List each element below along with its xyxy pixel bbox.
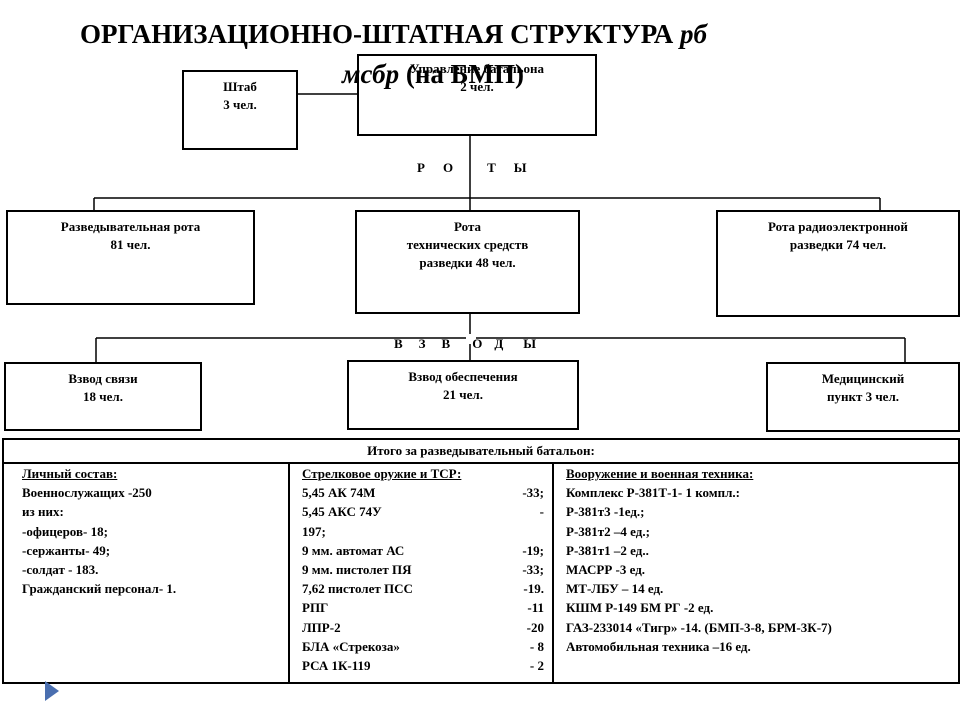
tech-recon-company-box: Рота технических средств разведки 48 чел… (355, 210, 580, 314)
equipment-column: Вооружение и военная техника: Комплекс Р… (566, 466, 832, 654)
weapon-row: 5,45 АКС 74У- (302, 504, 544, 520)
signal-platoon-box: Взвод связи 18 чел. (4, 362, 202, 431)
title-line2: мсбр (на БМП) (342, 59, 524, 89)
personnel-column: Личный состав: Военнослужащих -250 из ни… (22, 466, 177, 597)
weapon-row: БЛА «Стрекоза»- 8 (302, 638, 544, 654)
support-platoon-box: Взвод обеспечения 21 чел. (347, 360, 579, 430)
weapon-row: 5,45 АК 74М-33; (302, 485, 544, 501)
column-divider (288, 464, 290, 682)
weapon-row: 197; (302, 523, 326, 539)
ew-recon-company-box: Рота радиоэлектронной разведки 74 чел. (716, 210, 960, 317)
next-slide-arrow-icon[interactable] (44, 680, 60, 702)
weapon-row: 7,62 пистолет ПСС-19. (302, 581, 544, 597)
weapon-row: ЛПР-2-20 (302, 619, 544, 635)
weapon-row: 9 мм. пистолет ПЯ-33; (302, 562, 544, 578)
totals-table: Итого за разведывательный батальон: Личн… (2, 438, 960, 684)
title-line1-italic: рб (680, 19, 707, 49)
weapons-column: Стрелковое оружие и ТСР: 5,45 АК 74М-33;… (290, 464, 552, 682)
column-divider (552, 464, 554, 682)
totals-header: Итого за разведывательный батальон: (4, 440, 958, 464)
battalion-hq-box: Управление батальона 2 чел. (357, 54, 597, 136)
title-line1: ОРГАНИЗАЦИОННО-ШТАТНАЯ СТРУКТУРА (80, 19, 681, 49)
weapon-row: РСА 1К-119- 2 (302, 658, 544, 674)
recon-company-box: Разведывательная рота 81 чел. (6, 210, 255, 305)
weapon-row: 9 мм. автомат АС-19; (302, 542, 544, 558)
staff-box: Штаб 3 чел. (182, 70, 298, 150)
medical-point-box: Медицинский пункт 3 чел. (766, 362, 960, 432)
weapon-row: РПГ-11 (302, 600, 544, 616)
page-title: ОРГАНИЗАЦИОННО-ШТАТНАЯ СТРУКТУРА рб мсбр… (80, 18, 880, 89)
